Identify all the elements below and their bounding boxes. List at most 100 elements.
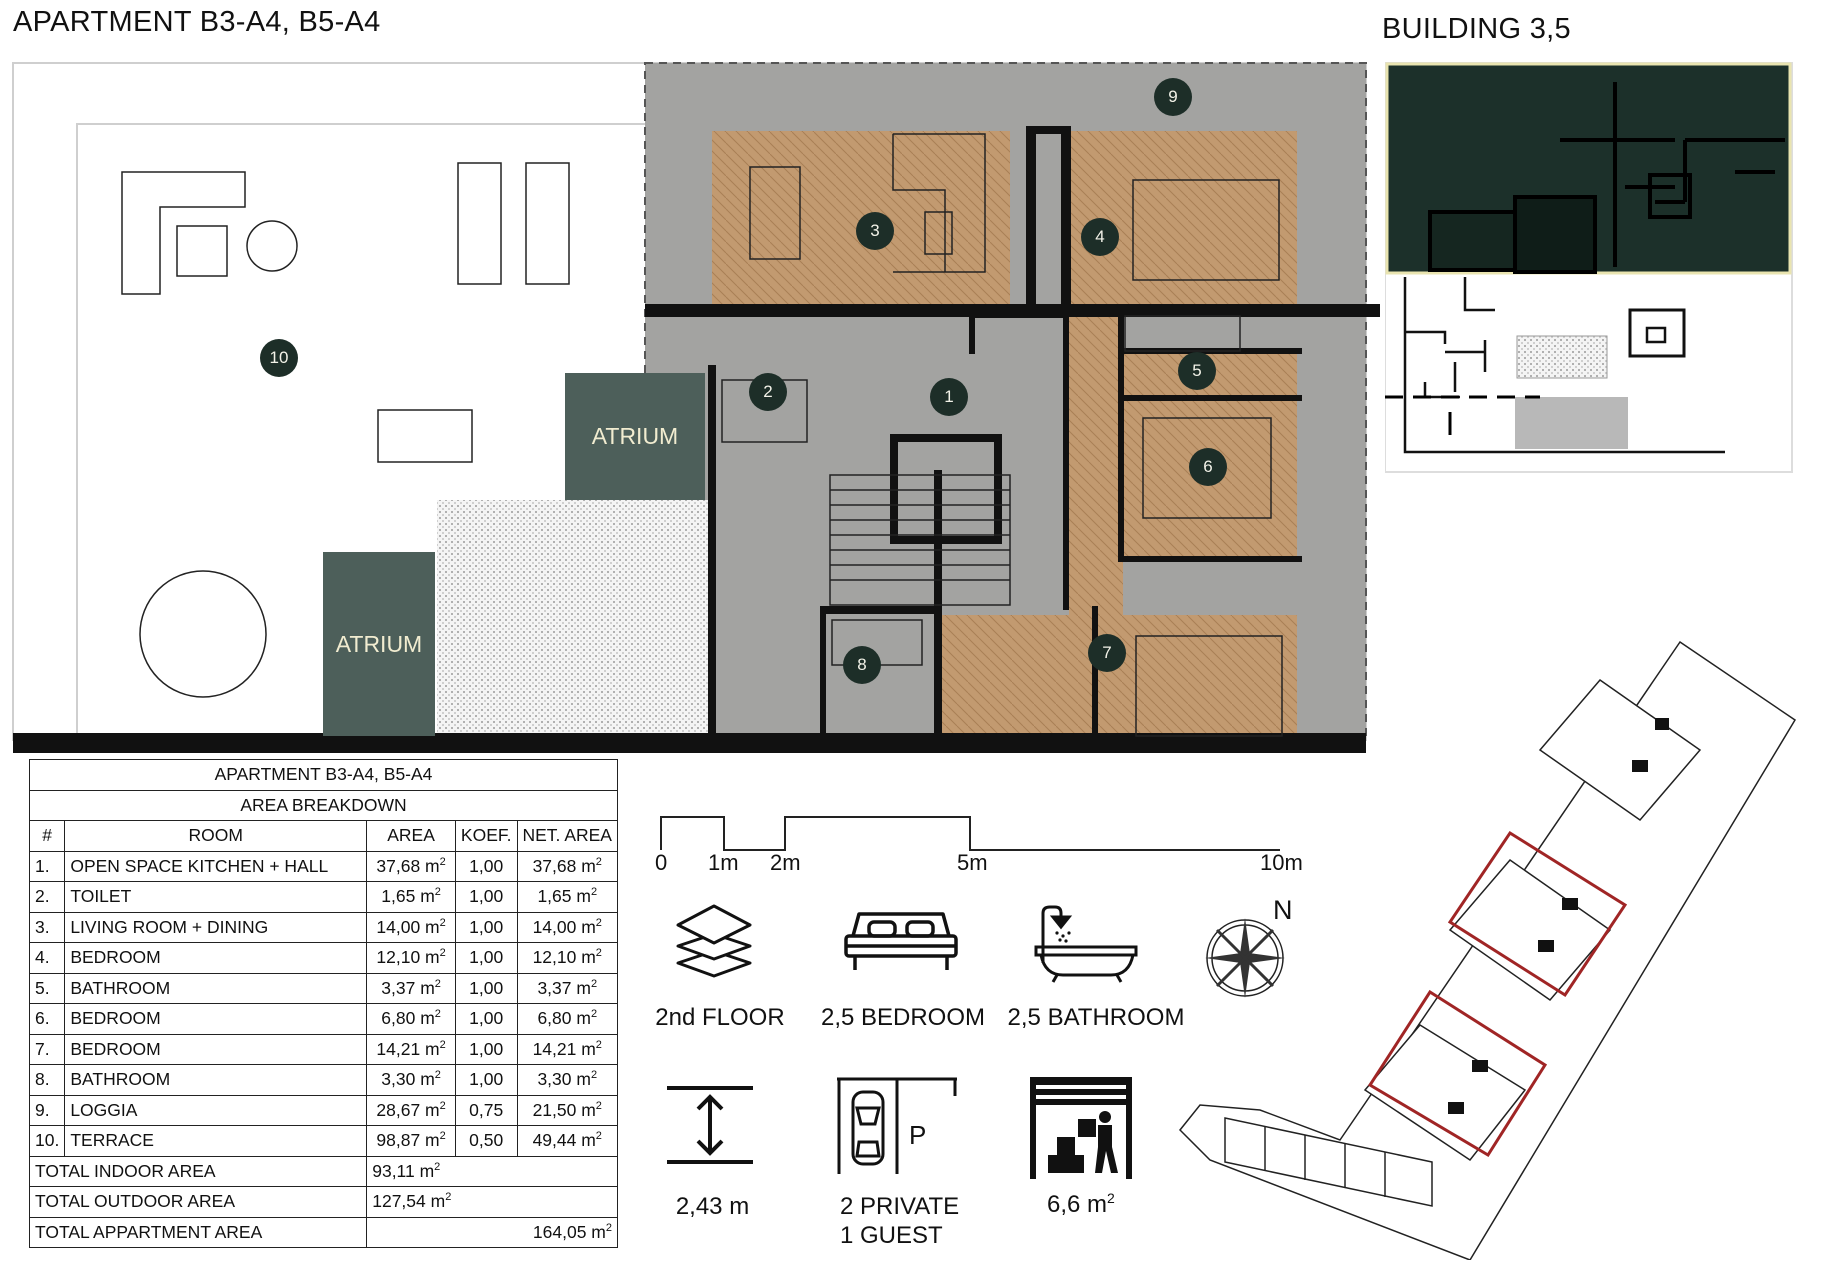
stairs	[829, 474, 1011, 606]
row-area: 28,67 m2	[366, 1094, 456, 1126]
row-net: 21,50 m2	[516, 1094, 618, 1126]
row-area: 14,00 m2	[366, 911, 456, 943]
row-net: 14,00 m2	[516, 911, 618, 943]
row-koef: 1,00	[454, 1003, 518, 1035]
row-net: 6,80 m2	[516, 1003, 618, 1035]
row-num: 1.	[28, 850, 66, 882]
table-header-row: # ROOM AREA KOEF. NET. AREA	[28, 820, 618, 852]
compass-icon	[1205, 918, 1285, 998]
room-badge-4: 4	[1081, 218, 1119, 256]
total-outdoor-label: TOTAL OUTDOOR AREA	[28, 1186, 368, 1218]
row-num: 4.	[28, 942, 66, 974]
row-net: 12,10 m2	[516, 942, 618, 974]
layers-icon	[676, 904, 752, 978]
room-badge-1: 1	[930, 378, 968, 416]
row-room: LIVING ROOM + DINING	[64, 911, 368, 943]
room-badge-9: 9	[1154, 78, 1192, 116]
bathtub-icon	[1034, 905, 1138, 983]
col-area: AREA	[366, 820, 456, 852]
row-koef: 1,00	[454, 911, 518, 943]
scale-tick-1m: 1m	[708, 850, 739, 875]
row-koef: 1,00	[454, 972, 518, 1004]
row-area: 98,87 m2	[366, 1125, 456, 1157]
garden-area	[437, 500, 708, 736]
north-label: N	[1273, 895, 1293, 925]
bed-icon	[844, 912, 958, 970]
parking-line2: 1 GUEST	[840, 1222, 943, 1249]
scale-tick-10m: 10m	[1260, 850, 1303, 875]
row-area: 37,68 m2	[366, 850, 456, 882]
building-title: BUILDING 3,5	[1382, 13, 1571, 45]
row-room: BATHROOM	[64, 1064, 368, 1096]
scale-bar	[660, 816, 1280, 851]
row-net: 3,37 m2	[516, 972, 618, 1004]
total-outdoor-row: TOTAL OUTDOOR AREA 127,54 m2	[28, 1186, 618, 1218]
atrium-top	[565, 373, 705, 500]
atrium-label-top: ATRIUM	[591, 423, 679, 449]
col-net: NET. AREA	[516, 820, 618, 852]
row-num: 10.	[28, 1125, 66, 1157]
col-room: ROOM	[64, 820, 368, 852]
bathrooms-label: 2,5 BATHROOM	[1007, 1004, 1185, 1031]
storage-label: 6,6 m2	[1047, 1190, 1115, 1218]
room-badge-2: 2	[749, 373, 787, 411]
total-outdoor-value: 127,54 m2	[366, 1186, 618, 1218]
row-net: 37,68 m2	[516, 850, 618, 882]
storage-icon	[1030, 1077, 1132, 1179]
parking-line1: 2 PRIVATE	[840, 1193, 960, 1220]
col-koef: KOEF.	[454, 820, 518, 852]
room-badge-5: 5	[1178, 352, 1216, 390]
row-net: 49,44 m2	[516, 1125, 618, 1157]
page-title: APARTMENT B3-A4, B5-A4	[13, 6, 381, 38]
parking-sign: P	[909, 1120, 927, 1150]
ceiling-height-icon	[667, 1086, 753, 1164]
total-indoor-row: TOTAL INDOOR AREA 93,11 m2	[28, 1155, 618, 1187]
row-koef: 0,75	[454, 1094, 518, 1126]
room-badge-10: 10	[260, 339, 298, 377]
parking-icon	[837, 1077, 957, 1174]
atrium-label-bottom: ATRIUM	[335, 630, 423, 657]
row-area: 3,37 m2	[366, 972, 456, 1004]
row-room: TOILET	[64, 881, 368, 913]
area-breakdown-table: APARTMENT B3-A4, B5-A4 AREA BREAKDOWN # …	[28, 759, 618, 1248]
site-plan	[1178, 640, 1797, 1260]
row-room: LOGGIA	[64, 1094, 368, 1126]
row-net: 3,30 m2	[516, 1064, 618, 1096]
row-koef: 0,50	[454, 1125, 518, 1157]
total-indoor-value: 93,11 m2	[366, 1155, 618, 1187]
total-apartment-value: 164,05 m2	[366, 1216, 618, 1248]
scale-tick-2m: 2m	[770, 850, 801, 875]
floor-plan	[12, 62, 1380, 753]
row-area: 6,80 m2	[366, 1003, 456, 1035]
floor-label: 2nd FLOOR	[655, 1004, 785, 1031]
room-badge-7: 7	[1088, 634, 1126, 672]
row-room: BEDROOM	[64, 1033, 368, 1065]
height-label: 2,43 m	[675, 1193, 750, 1220]
row-room: BATHROOM	[64, 972, 368, 1004]
bedrooms-label: 2,5 BEDROOM	[820, 1004, 986, 1031]
row-koef: 1,00	[454, 1064, 518, 1096]
room-badge-8: 8	[843, 646, 881, 684]
row-koef: 1,00	[454, 942, 518, 974]
walls	[13, 126, 1380, 753]
row-num: 5.	[28, 972, 66, 1004]
row-num: 8.	[28, 1064, 66, 1096]
row-area: 1,65 m2	[366, 881, 456, 913]
table-title: APARTMENT B3-A4, B5-A4	[29, 759, 618, 791]
row-net: 1,65 m2	[516, 881, 618, 913]
room-7-floor	[940, 615, 1297, 736]
room-badge-3: 3	[856, 212, 894, 250]
interior-furniture	[721, 133, 1283, 737]
key-plan	[1385, 62, 1793, 473]
row-area: 14,21 m2	[366, 1033, 456, 1065]
row-num: 7.	[28, 1033, 66, 1065]
atrium-bottom	[323, 552, 435, 736]
